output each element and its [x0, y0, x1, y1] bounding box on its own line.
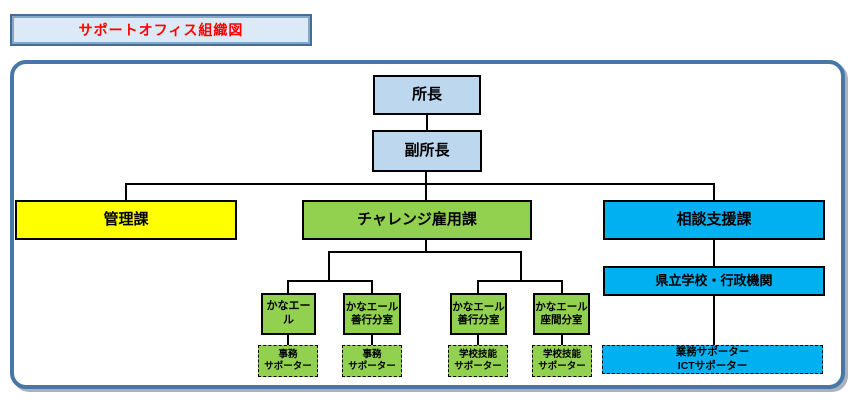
connector-line	[371, 335, 373, 345]
node-label: 副所長	[404, 141, 450, 159]
connector-line	[477, 280, 563, 282]
school-skill-supporter-box-2: 学校技能 サポーター	[532, 345, 592, 377]
connector-line	[477, 335, 479, 345]
connector-line	[125, 183, 127, 200]
connector-line	[125, 183, 715, 185]
node-label: 学校技能	[542, 349, 581, 361]
connector-line	[328, 251, 330, 281]
connector-line	[713, 183, 715, 200]
connector-line	[287, 335, 289, 345]
connector-line	[371, 280, 373, 293]
chart-title-box: サポートオフィス組織図	[10, 14, 312, 46]
kanayell-zengyo-branch-box: かなエール 善行分室	[343, 293, 401, 335]
clerical-supporter-box-2: 事務 サポーター	[342, 345, 402, 377]
node-label: 事務	[362, 349, 382, 361]
connector-line	[713, 240, 715, 266]
connector-line	[287, 280, 373, 282]
connector-line	[713, 296, 715, 345]
node-label: かなエール	[266, 300, 311, 326]
node-label: 業務サポーター	[675, 346, 750, 359]
node-label: かなエール	[535, 300, 588, 313]
node-label: サポーター	[348, 361, 396, 372]
kanayell-box: かなエール	[261, 293, 316, 335]
node-label: かなエール	[345, 300, 399, 313]
kanayell-zama-branch-box: かなエール 座間分室	[533, 293, 590, 335]
admin-division-box: 管理課	[15, 200, 237, 240]
node-label: 善行分室	[351, 314, 393, 326]
clerical-supporter-box: 事務 サポーター	[258, 345, 318, 377]
connector-line	[426, 115, 428, 131]
node-label: 事務	[278, 349, 298, 361]
consultation-support-division-box: 相談支援課	[603, 200, 825, 240]
node-label: 所長	[411, 85, 442, 103]
node-label: サポーター	[538, 361, 586, 372]
node-label: チャレンジ雇用課	[357, 210, 477, 228]
node-label: ICTサポーター	[677, 359, 748, 372]
node-label: 学校技能	[458, 349, 497, 361]
node-label: 管理課	[103, 210, 149, 228]
business-ict-supporter-box: 業務サポーター ICTサポーター	[602, 345, 823, 374]
node-label: サポーター	[264, 361, 312, 372]
connector-line	[425, 240, 427, 253]
challenge-employment-division-box: チャレンジ雇用課	[302, 200, 532, 240]
connector-line	[477, 280, 479, 293]
connector-line	[561, 335, 563, 345]
connector-line	[425, 172, 427, 200]
node-label: かなエール	[452, 300, 505, 313]
connector-line	[328, 251, 522, 253]
node-label: 座間分室	[540, 314, 583, 326]
director-box: 所長	[373, 75, 481, 115]
node-label: サポーター	[454, 361, 502, 372]
school-skill-supporter-box: 学校技能 サポーター	[448, 345, 508, 377]
kanayell-zengyo-branch-box-2: かなエール 善行分室	[450, 293, 507, 335]
connector-line	[561, 280, 563, 293]
node-label: 相談支援課	[676, 210, 752, 228]
connector-line	[287, 280, 289, 293]
prefectural-schools-agencies-box: 県立学校・行政機関	[603, 266, 825, 296]
node-label: 善行分室	[457, 314, 500, 326]
chart-title: サポートオフィス組織図	[78, 22, 244, 38]
connector-line	[520, 251, 522, 281]
node-label: 県立学校・行政機関	[655, 272, 773, 288]
deputy-director-box: 副所長	[372, 130, 482, 172]
